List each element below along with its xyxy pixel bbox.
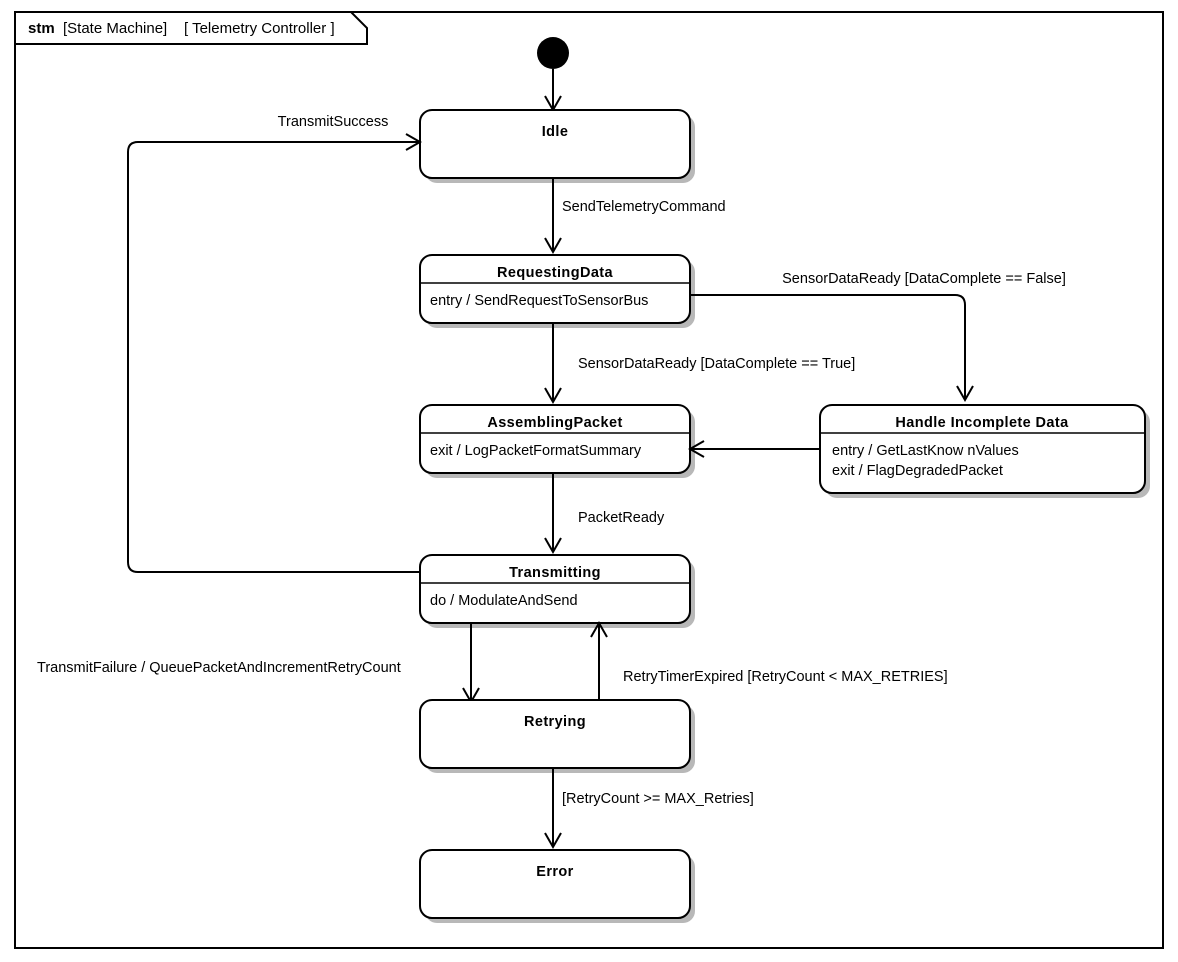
transition-transmitting-to-retrying: TransmitFailure / QueuePacketAndIncremen… xyxy=(37,623,480,705)
frame-title: [ Telemetry Controller ] xyxy=(184,20,335,37)
initial-node-circle xyxy=(537,37,569,69)
state-idle-title: Idle xyxy=(542,124,569,140)
transition-requesting-to-assembling: SensorDataReady [DataComplete == True] xyxy=(544,323,855,405)
transition-retrying-to-transmitting-arrowhead xyxy=(590,620,608,638)
state-retrying[interactable]: Retrying xyxy=(419,699,695,773)
frame-border xyxy=(14,11,1164,949)
state-transmitting-box[interactable] xyxy=(419,554,691,624)
transition-idle-to-requesting: SendTelemetryCommand xyxy=(544,178,726,255)
state-idle[interactable]: Idle xyxy=(419,109,695,183)
state-requesting-data-activity-0: entry / SendRequestToSensorBus xyxy=(430,293,648,309)
state-transmitting[interactable]: Transmitting do / ModulateAndSend xyxy=(419,554,695,628)
transition-idle-to-requesting-label: SendTelemetryCommand xyxy=(562,199,726,215)
frame-stereotype-label: [State Machine] xyxy=(63,20,167,37)
state-handle-incomplete-data-activity-0: entry / GetLastKnow nValues xyxy=(832,443,1019,459)
transition-transmitting-to-retrying-label: TransmitFailure / QueuePacketAndIncremen… xyxy=(37,660,401,676)
transition-init-to-idle xyxy=(544,69,562,113)
transition-requesting-to-assembling-label: SensorDataReady [DataComplete == True] xyxy=(578,356,855,372)
frame-name-tab xyxy=(14,11,368,45)
transition-retrying-to-error-label: [RetryCount >= MAX_Retries] xyxy=(562,791,754,807)
transition-requesting-to-assembling-arrowhead xyxy=(544,387,562,405)
transition-idle-to-requesting-arrowhead xyxy=(544,237,562,255)
state-handle-incomplete-data-title: Handle Incomplete Data xyxy=(895,415,1069,431)
state-transmitting-activity-0: do / ModulateAndSend xyxy=(430,593,578,609)
transition-handle-to-assembling-arrowhead xyxy=(687,440,705,458)
state-transmitting-title: Transmitting xyxy=(509,565,601,581)
diagram-frame: stm [State Machine] [ Telemetry Controll… xyxy=(14,11,1164,949)
state-idle-box[interactable] xyxy=(419,109,691,179)
transition-requesting-to-handle-line xyxy=(690,294,966,398)
transition-requesting-to-handle-arrowhead xyxy=(956,385,974,403)
transition-transmitting-to-idle-arrowhead xyxy=(405,133,423,151)
state-assembling-packet-box[interactable] xyxy=(419,404,691,474)
frame-kind-label: stm xyxy=(28,20,55,37)
state-assembling-packet-title: AssemblingPacket xyxy=(487,415,622,431)
transition-transmitting-to-idle-label: TransmitSuccess xyxy=(278,114,389,130)
transition-requesting-to-handle: SensorDataReady [DataComplete == False] xyxy=(690,271,1066,403)
state-requesting-data-box[interactable] xyxy=(419,254,691,324)
state-requesting-data-title: RequestingData xyxy=(497,265,614,281)
state-error-box[interactable] xyxy=(419,849,691,919)
transition-retrying-to-error-arrowhead xyxy=(544,832,562,850)
state-retrying-title: Retrying xyxy=(524,714,586,730)
state-handle-incomplete-data[interactable]: Handle Incomplete Data entry / GetLastKn… xyxy=(819,404,1150,498)
state-retrying-box[interactable] xyxy=(419,699,691,769)
state-requesting-data[interactable]: RequestingData entry / SendRequestToSens… xyxy=(419,254,695,328)
transition-transmitting-to-idle-line xyxy=(127,141,420,573)
initial-pseudostate xyxy=(537,37,569,69)
state-error[interactable]: Error xyxy=(419,849,695,923)
state-handle-incomplete-data-activity-1: exit / FlagDegradedPacket xyxy=(832,463,1003,479)
transition-retrying-to-transmitting-label: RetryTimerExpired [RetryCount < MAX_RETR… xyxy=(623,669,948,685)
state-error-title: Error xyxy=(536,864,573,880)
state-assembling-packet[interactable]: AssemblingPacket exit / LogPacketFormatS… xyxy=(419,404,695,478)
state-assembling-packet-activity-0: exit / LogPacketFormatSummary xyxy=(430,443,642,459)
transition-assembling-to-transmitting: PacketReady xyxy=(544,473,665,555)
transition-handle-to-assembling xyxy=(687,440,820,458)
transition-retrying-to-transmitting: RetryTimerExpired [RetryCount < MAX_RETR… xyxy=(590,620,948,700)
transition-assembling-to-transmitting-arrowhead xyxy=(544,537,562,555)
transition-retrying-to-error: [RetryCount >= MAX_Retries] xyxy=(544,768,754,850)
transition-assembling-to-transmitting-label: PacketReady xyxy=(578,510,665,526)
transition-transmitting-to-idle: TransmitSuccess xyxy=(127,114,423,573)
transition-requesting-to-handle-label: SensorDataReady [DataComplete == False] xyxy=(782,271,1066,287)
